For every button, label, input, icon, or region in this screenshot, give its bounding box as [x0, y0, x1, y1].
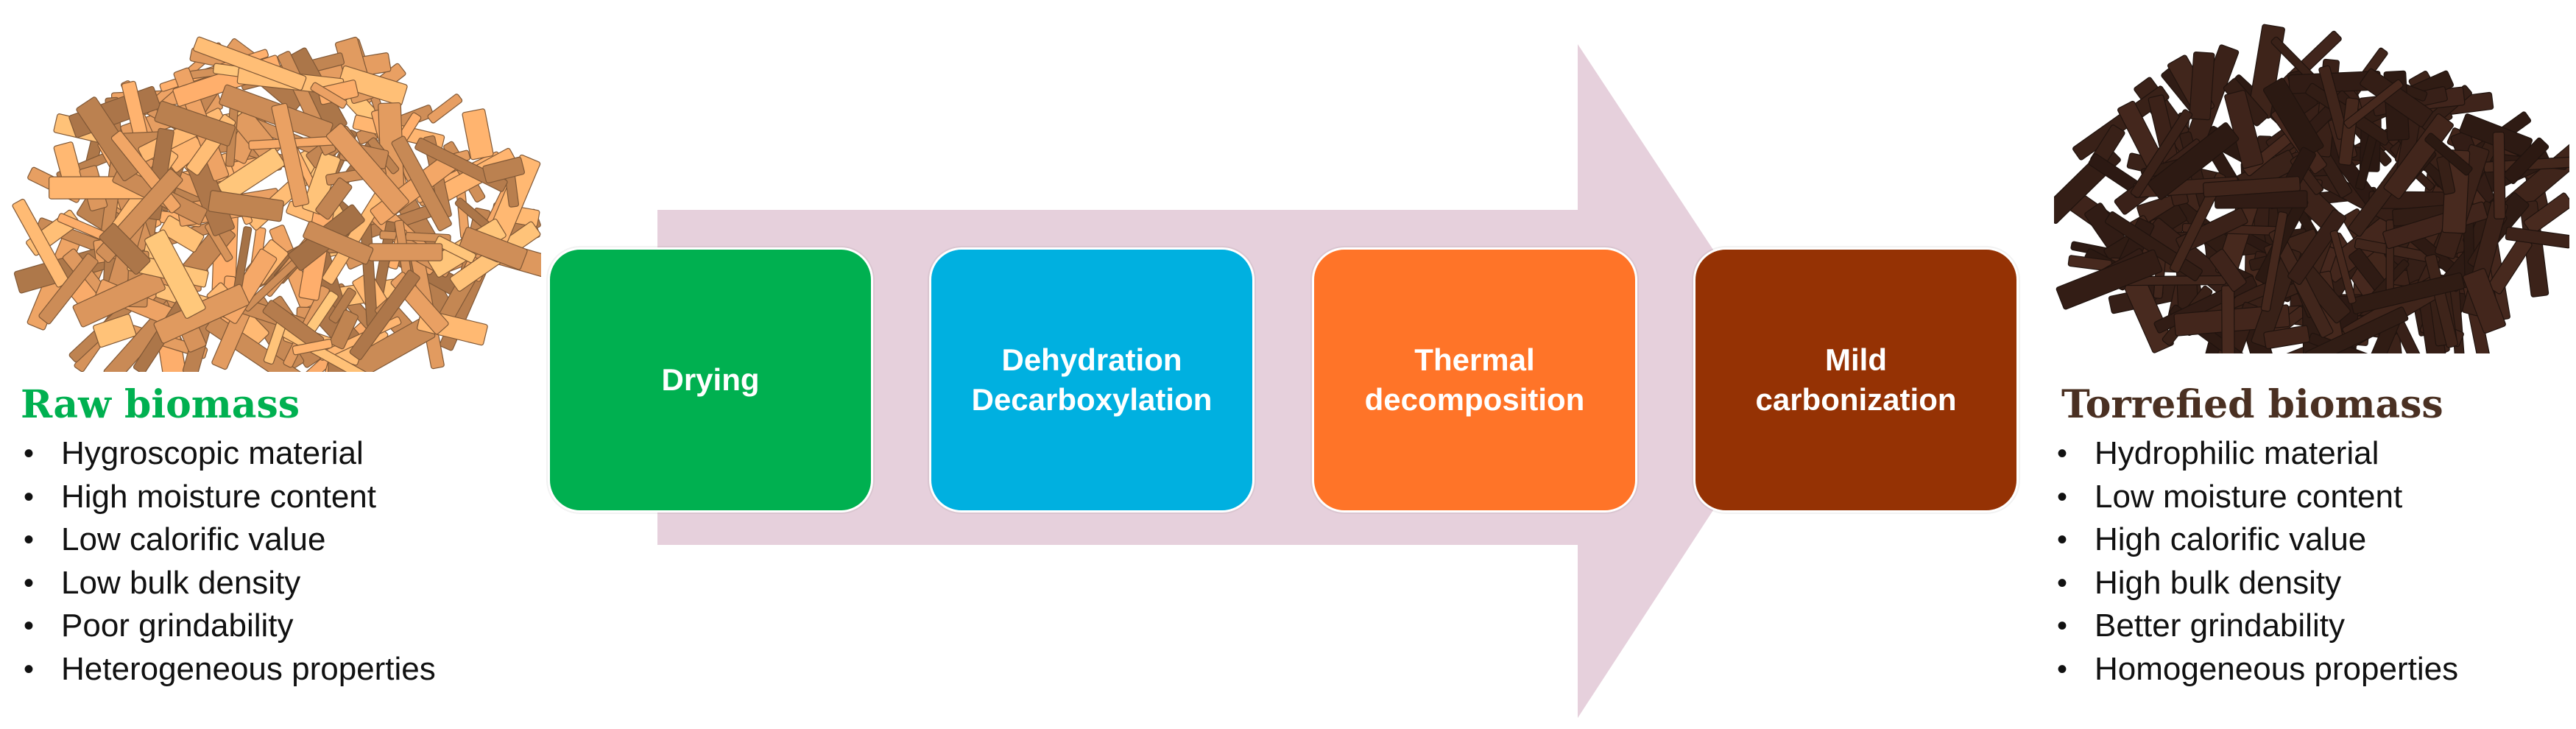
wood-chip — [208, 190, 284, 222]
wood-chip — [2072, 85, 2170, 161]
wood-chip — [2169, 172, 2226, 273]
wood-chip — [482, 156, 525, 184]
wood-chip — [271, 102, 310, 208]
wood-chip — [329, 309, 359, 350]
wood-chip — [2221, 285, 2235, 353]
list-item: Better grindability — [2054, 605, 2458, 648]
torrefied-biomass-properties: Hydrophilic material Low moisture conten… — [2054, 432, 2458, 691]
wood-chip — [2287, 209, 2346, 285]
wood-chip — [72, 267, 166, 328]
wood-chip — [2523, 192, 2569, 235]
list-item: Hydrophilic material — [2054, 432, 2458, 476]
wood-chip — [2383, 113, 2454, 200]
wood-chip — [2424, 253, 2458, 348]
list-item: High bulk density — [2054, 562, 2458, 605]
raw-biomass-chips-image — [12, 36, 541, 372]
wood-chip — [93, 314, 137, 348]
wood-chip — [2505, 226, 2569, 249]
wood-chip — [391, 135, 452, 231]
step-label: Thermal decomposition — [1364, 342, 1585, 417]
step-dehydration-decarboxylation: Dehydration Decarboxylation — [929, 247, 1255, 513]
wood-chip — [99, 222, 151, 275]
step-label: Dehydration Decarboxylation — [971, 342, 1213, 417]
list-item: Low calorific value — [21, 518, 436, 562]
step-thermal-decomposition: Thermal decomposition — [1312, 247, 1637, 513]
wood-chip — [434, 236, 476, 264]
wood-chip — [337, 65, 408, 106]
wood-chip — [462, 108, 494, 161]
wood-chip — [427, 94, 463, 124]
wood-chip — [2202, 176, 2301, 198]
wood-chip — [2055, 249, 2163, 310]
list-item: Heterogeneous properties — [21, 648, 436, 691]
step-label: Drying — [661, 362, 760, 397]
list-item: High moisture content — [21, 476, 436, 519]
list-item: High calorific value — [2054, 518, 2458, 562]
wood-chip — [325, 123, 409, 215]
wood-chip — [193, 36, 307, 91]
torrefied-biomass-chips-image — [2054, 24, 2569, 353]
wood-chip — [2492, 131, 2506, 219]
wood-chip — [2350, 272, 2465, 314]
raw-biomass-properties: Hygroscopic material High moisture conte… — [21, 432, 436, 691]
wood-chip — [310, 82, 347, 109]
wood-chip — [302, 152, 341, 215]
wood-chip — [349, 270, 420, 361]
wood-chip — [292, 339, 333, 356]
wood-chip — [2189, 52, 2215, 121]
wood-chip — [2130, 109, 2193, 198]
wood-chip — [38, 253, 99, 325]
wood-chip — [459, 227, 528, 270]
wood-chip — [2360, 68, 2433, 127]
wood-chip — [2436, 155, 2456, 195]
wood-chip — [144, 229, 206, 319]
wood-chip — [2305, 306, 2409, 353]
list-item: Homogeneous properties — [2054, 648, 2458, 691]
wood-chip — [2260, 211, 2288, 312]
step-label: Mild carbonization — [1755, 342, 1957, 417]
torrefied-biomass-title: Torrefied biomass — [2061, 382, 2443, 427]
wood-chip — [368, 243, 443, 261]
wood-chip — [2424, 133, 2473, 176]
wood-chip — [154, 100, 236, 147]
wood-chip — [2209, 248, 2247, 292]
list-item: Low bulk density — [21, 562, 436, 605]
list-item: Low moisture content — [2054, 476, 2458, 519]
wood-chip — [2463, 268, 2506, 334]
wood-chip — [328, 287, 356, 324]
wood-chip — [315, 177, 353, 220]
list-item: Poor grindability — [21, 605, 436, 648]
wood-chip — [2343, 79, 2404, 129]
step-drying: Drying — [548, 247, 873, 513]
step-mild-carbonization: Mild carbonization — [1693, 247, 2019, 513]
list-item: Hygroscopic material — [21, 432, 436, 476]
wood-chip — [2148, 122, 2240, 200]
wood-chip — [414, 137, 508, 192]
wood-chip — [2503, 137, 2549, 185]
wood-chip — [2329, 230, 2357, 304]
raw-biomass-title: Raw biomass — [21, 382, 300, 427]
wood-chip — [2263, 325, 2310, 350]
wood-chip — [303, 221, 374, 265]
